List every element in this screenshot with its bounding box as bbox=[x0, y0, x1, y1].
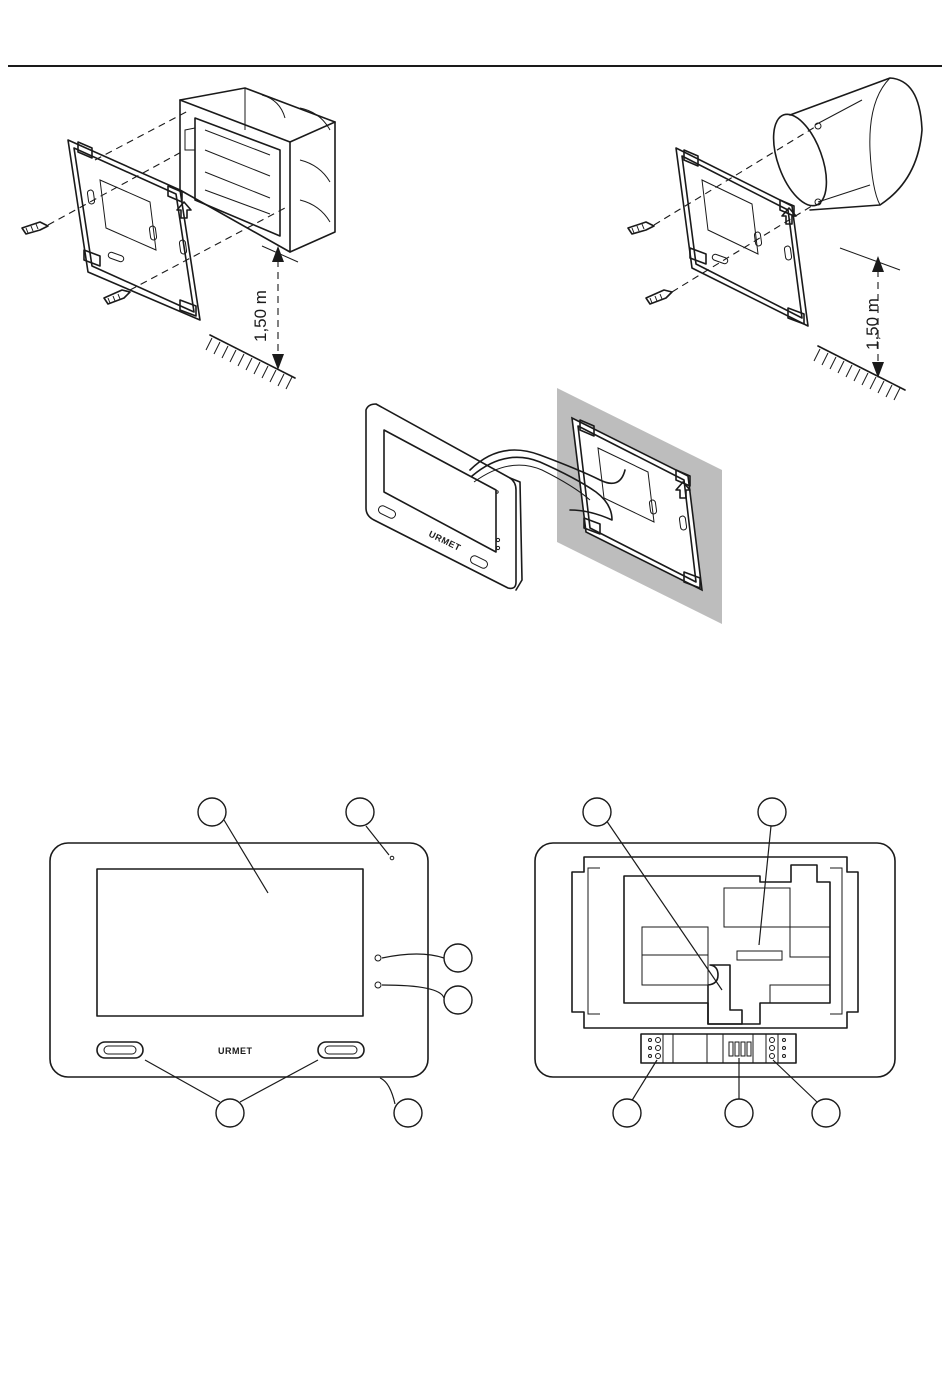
box-mount-left-figure: 1,50 m bbox=[22, 88, 335, 389]
screw-right-lower bbox=[646, 290, 672, 304]
callout-front-led-upper bbox=[444, 944, 472, 972]
monitor-perspective: URMET bbox=[366, 404, 522, 590]
rectangular-flush-box bbox=[180, 88, 335, 252]
callout-rear-dip-switch bbox=[725, 1099, 753, 1127]
callout-front-microphone bbox=[346, 798, 374, 826]
rear-mounting-cutout bbox=[624, 865, 830, 1024]
rear-service-tab bbox=[708, 965, 742, 1024]
terminal-block-left bbox=[649, 1038, 661, 1059]
mounting-plate-right bbox=[676, 148, 808, 326]
terminal-strip bbox=[641, 1034, 796, 1063]
rear-view-figure bbox=[535, 798, 895, 1127]
callout-rear-terminal-left bbox=[613, 1099, 641, 1127]
indicator-led-lower bbox=[375, 982, 381, 988]
height-label-right: 1,50 m bbox=[863, 298, 882, 350]
monitor-assembly-figure: URMET bbox=[366, 388, 722, 624]
front-logo: URMET bbox=[218, 1046, 253, 1056]
floor-hatch-left bbox=[206, 335, 295, 389]
monitor-display-area bbox=[97, 869, 363, 1016]
height-label-left: 1,50 m bbox=[251, 290, 270, 342]
touch-button-left[interactable] bbox=[97, 1042, 143, 1058]
touch-button-right[interactable] bbox=[318, 1042, 364, 1058]
screw-right-upper bbox=[628, 222, 654, 234]
monitor-rear-body bbox=[535, 843, 895, 1077]
screw-left-lower bbox=[104, 290, 130, 304]
microphone-hole bbox=[390, 856, 394, 860]
callout-rear-label bbox=[758, 798, 786, 826]
round-flush-box bbox=[763, 78, 922, 213]
floor-hatch-right bbox=[814, 346, 905, 400]
callout-front-led-lower bbox=[444, 986, 472, 1014]
screw-left-upper bbox=[22, 222, 48, 234]
callout-rear-service-tab bbox=[583, 798, 611, 826]
indicator-led-upper bbox=[375, 955, 381, 961]
front-view-figure: URMET bbox=[50, 798, 472, 1127]
callout-front-speaker bbox=[394, 1099, 422, 1127]
callout-front-touch-buttons bbox=[216, 1099, 244, 1127]
rear-label-slot bbox=[737, 951, 782, 960]
callout-front-display bbox=[198, 798, 226, 826]
round-box-mount-right-figure: 1,50 m bbox=[628, 78, 922, 400]
dip-switch-block[interactable] bbox=[729, 1042, 751, 1056]
callout-rear-terminal-right bbox=[812, 1099, 840, 1127]
